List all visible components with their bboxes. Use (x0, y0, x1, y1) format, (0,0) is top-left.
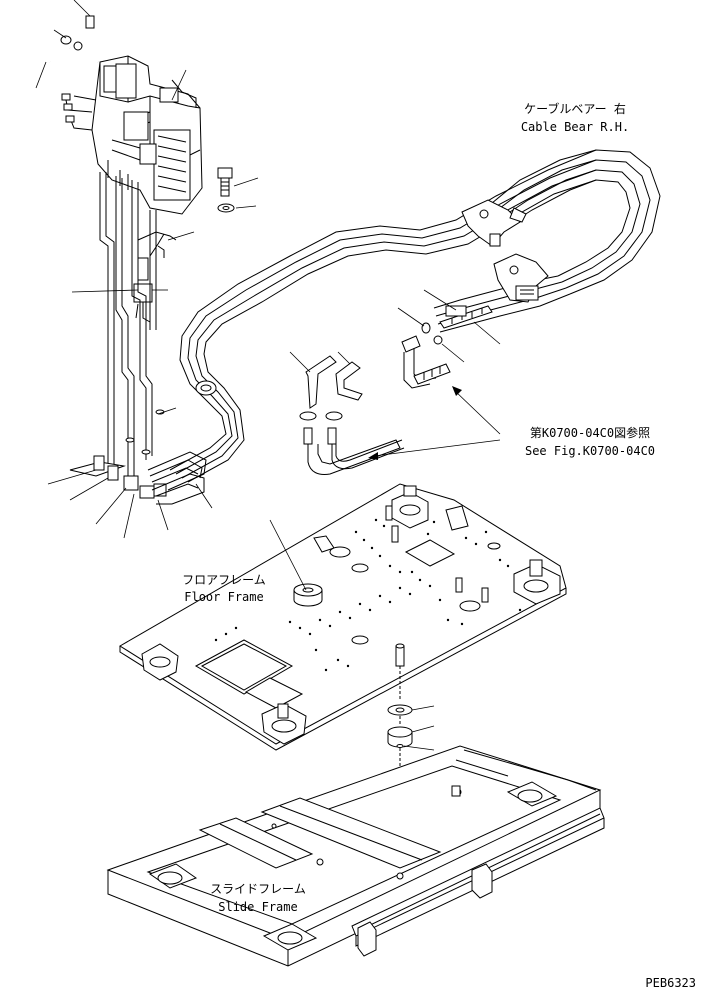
cable-bear-label-en: Cable Bear R.H. (520, 120, 630, 134)
air-hose (7, 15, 99, 64)
hose-bundle (147, 451, 207, 505)
slide-frame (106, 745, 605, 967)
cable-bear-brackets (461, 199, 549, 303)
washer (217, 203, 235, 213)
floor-frame-label-en: Floor Frame (184, 590, 264, 604)
leader-lines (35, 0, 501, 751)
bent-pipes (299, 355, 405, 475)
slide-frame-label-en: Slide Frame (218, 900, 298, 914)
cable-bear-label-jp: ケーブルベアー 右 (524, 102, 626, 116)
bolt (217, 167, 233, 197)
see-fig-label-en: See Fig.K0700-04C0 (524, 444, 656, 458)
floor-frame-label-jp: フロアフレーム (182, 573, 266, 587)
drawing-code: PEB6323 (645, 976, 696, 990)
floor-frame (119, 483, 567, 751)
cable-run (99, 172, 157, 480)
pipe-fittings (401, 305, 493, 389)
slide-frame-label-jp: スライドフレーム (210, 882, 306, 896)
see-fig-label-jp: 第K0700-04C0図参照 (529, 426, 651, 440)
